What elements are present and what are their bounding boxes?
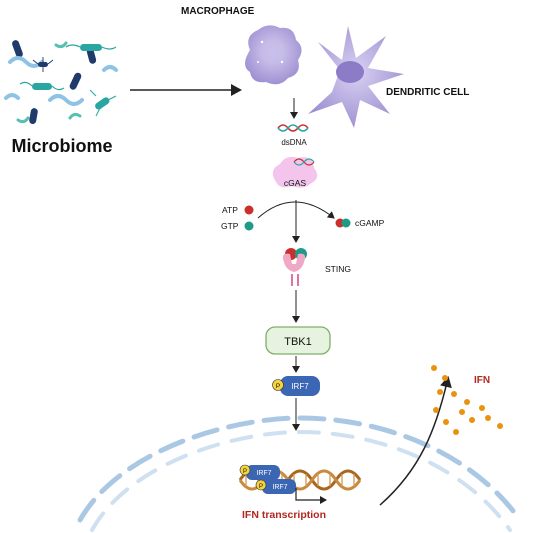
- irf7-dimer-label-bottom: IRF7: [272, 484, 287, 491]
- phosphate-label-top: P: [243, 469, 247, 475]
- dsdna-icon: [277, 124, 309, 132]
- transcription-start-arrow: [295, 488, 327, 504]
- atp-label: ATP: [222, 205, 238, 215]
- cgas-enzyme-icon: [272, 156, 318, 188]
- dendritic-cell-icon: [308, 26, 404, 128]
- phosphate-label-bottom: P: [259, 484, 263, 490]
- cgamp-label: cGAMP: [355, 218, 385, 228]
- irf7-dimer-label-top: IRF7: [256, 470, 271, 477]
- cgas-label: cGAS: [284, 178, 307, 188]
- cgamp-molecule-icon: [335, 218, 351, 228]
- dendritic-cell-label: DENDRITIC CELL: [386, 87, 469, 98]
- gtp-label: GTP: [221, 221, 239, 231]
- tbk1-label: TBK1: [284, 336, 312, 348]
- ifn-secretion-arrow: [379, 376, 452, 506]
- nuclear-membrane-outer: [77, 415, 523, 523]
- gtp-molecule-icon: [244, 221, 254, 231]
- irf7-protein: [280, 376, 320, 396]
- sting-receptor-icon: [282, 248, 307, 286]
- dsdna-label: dsDNA: [281, 138, 307, 147]
- ifn-molecules-icon: [431, 365, 503, 435]
- nuclear-membrane-inner: [90, 429, 512, 532]
- microbiome-label: Microbiome: [11, 136, 112, 156]
- sting-label: STING: [325, 264, 351, 274]
- cgas-reaction-arrow: [257, 201, 335, 219]
- microbiome-bacteria-icon: [4, 40, 118, 125]
- ifn-transcription-label: IFN transcription: [242, 509, 326, 521]
- irf7-label: IRF7: [291, 382, 309, 391]
- macrophage-icon: [245, 25, 302, 85]
- phosphate-icon: [272, 379, 284, 391]
- atp-molecule-icon: [244, 205, 254, 215]
- macrophage-label: MACROPHAGE: [181, 6, 255, 17]
- ifn-label: IFN: [474, 375, 490, 386]
- tbk1-box: [265, 326, 331, 355]
- phosphate-label: P: [276, 383, 280, 390]
- irf7-dimer-icon: [239, 464, 296, 494]
